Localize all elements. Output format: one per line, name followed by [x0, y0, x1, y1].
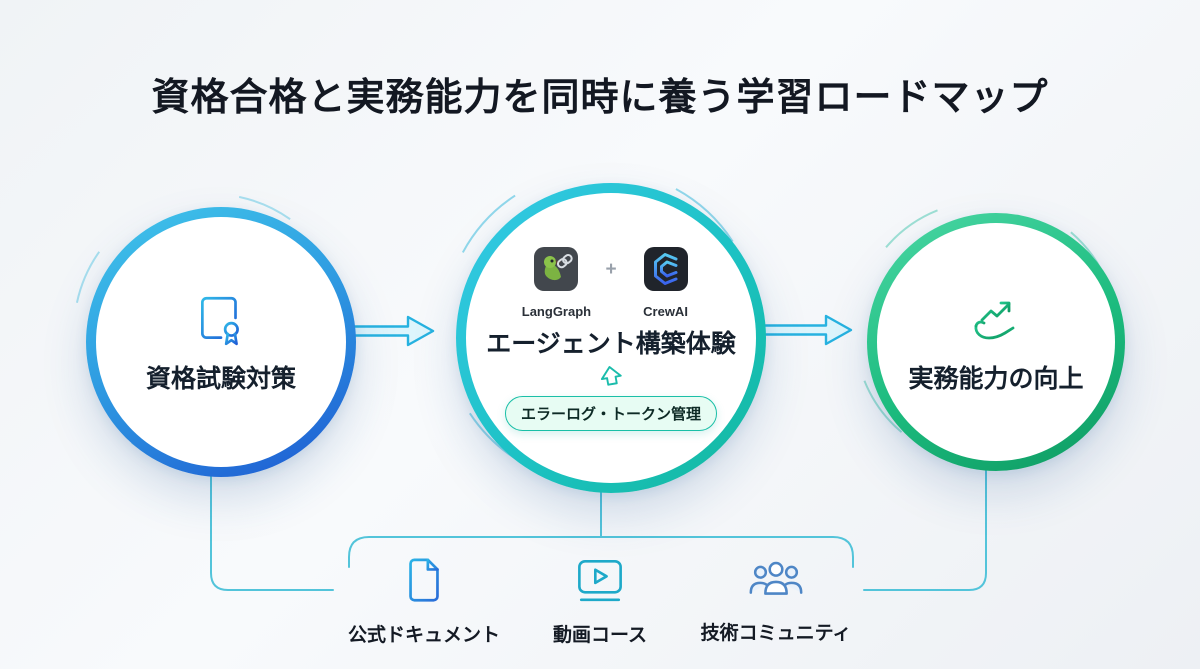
tool-langgraph: LangGraph [517, 246, 595, 319]
tool-icons-row: LangGraph + [517, 246, 704, 319]
node-practical-skills: 実務能力の向上 [867, 213, 1125, 471]
node-agent-building: LangGraph + [456, 183, 766, 493]
growth-icon [964, 291, 1028, 354]
crewai-icon [643, 246, 689, 297]
video-course-icon [570, 556, 630, 611]
certificate-icon [192, 291, 250, 354]
node-exam-prep: 資格試験対策 [86, 207, 356, 477]
arrow-up-icon [598, 364, 624, 392]
node-practical-skills-label: 実務能力の向上 [908, 364, 1084, 393]
resource-official-docs: 公式ドキュメント [319, 556, 529, 647]
flow-arrow-center-to-right [762, 314, 853, 346]
resource-video-course: 動画コース [495, 556, 705, 647]
document-icon [401, 556, 447, 611]
resource-community-label: 技術コミュニティ [700, 623, 852, 644]
resource-connector-lines [210, 452, 987, 591]
node-agent-building-label: エージェント構築体験 [486, 329, 736, 358]
page-title: 資格合格と実務能力を同時に養う学習ロードマップ [151, 77, 1049, 119]
flow-arrow-left-to-center [344, 315, 435, 347]
tool-langgraph-label: LangGraph [521, 303, 592, 319]
resource-official-docs-label: 公式ドキュメント [347, 625, 500, 646]
tool-crewai: CrewAI [627, 246, 705, 319]
tool-crewai-label: CrewAI [643, 303, 688, 319]
community-icon [745, 556, 807, 609]
node-exam-prep-label: 資格試験対策 [145, 364, 296, 393]
resource-video-course-label: 動画コース [552, 625, 648, 646]
plus-sign: + [605, 258, 617, 280]
error-log-token-badge: エラーログ・トークン管理 [504, 395, 717, 431]
resource-community: 技術コミュニティ [671, 556, 881, 645]
langgraph-icon [533, 246, 579, 297]
